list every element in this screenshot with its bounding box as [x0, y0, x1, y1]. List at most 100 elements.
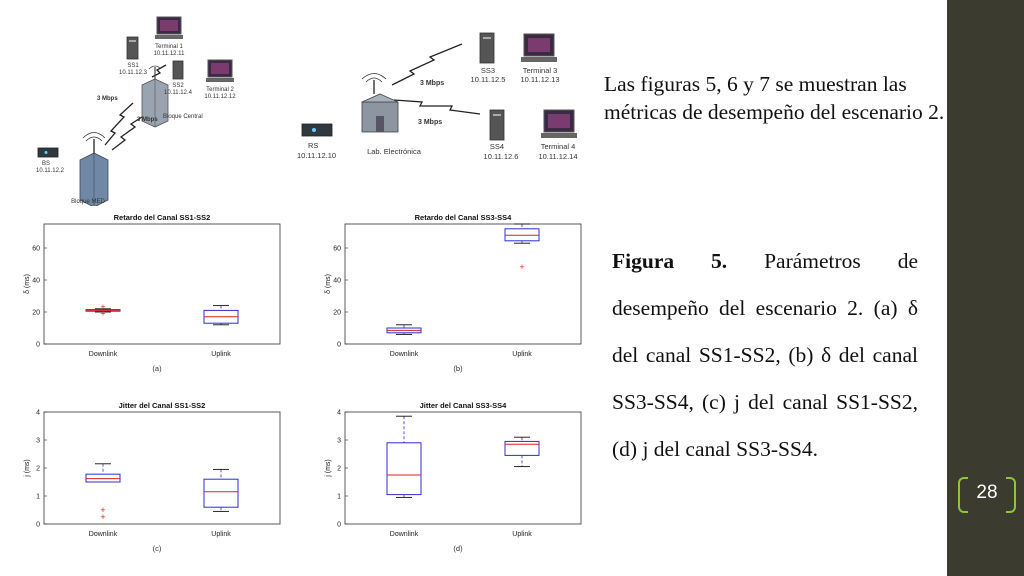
bs-name: BS	[42, 161, 50, 167]
caption-text: Parámetros de desempeño del escenario 2.…	[612, 249, 919, 461]
box	[203, 478, 239, 508]
network-diagram-left: Terminal 1 10.11.12.11 SS1 10.11.12.3 Bl…	[36, 16, 236, 208]
y-tick-label: 1	[36, 494, 40, 501]
y-tick-label: 60	[32, 246, 40, 253]
box	[504, 440, 540, 456]
chart-title: Jitter del Canal SS3-SS4	[420, 401, 508, 410]
y-axis-label: j (ms)	[24, 459, 31, 478]
terminal-4-ip: 10.11.12.14	[538, 152, 577, 161]
y-tick-label: 4	[337, 410, 341, 417]
panel-label: (b)	[453, 364, 463, 373]
wireless-link-bs-central	[111, 114, 146, 151]
ss3-ip: 10.11.12.5	[471, 75, 506, 84]
outlier-marker: +	[100, 309, 105, 319]
building-central-icon	[141, 65, 169, 128]
ss2-ip: 10.11.12.4	[164, 90, 193, 96]
outlier-marker: +	[519, 262, 524, 272]
ss1-ip: 10.11.12.3	[119, 70, 148, 76]
x-tick-label: Uplink	[512, 531, 532, 538]
wireless-link-lower	[393, 99, 481, 115]
link-label-upper: 3 Mbps	[420, 80, 444, 87]
building-lab-icon	[361, 73, 399, 133]
ss1-server-icon	[126, 36, 139, 60]
y-tick-label: 0	[36, 342, 40, 349]
terminal-3-name: Terminal 3	[523, 66, 558, 75]
panel-label: (d)	[453, 544, 463, 553]
x-tick-label: Downlink	[89, 351, 118, 358]
y-tick-label: 2	[337, 466, 341, 473]
y-tick-label: 3	[337, 438, 341, 445]
outlier-marker: +	[100, 512, 105, 522]
building-med-icon	[79, 132, 109, 208]
figure-caption: Figura 5. Parámetros de desempeño del es…	[612, 238, 918, 473]
terminal-4-icon	[541, 109, 577, 138]
bs-device-icon	[37, 147, 59, 158]
outlier-marker: +	[100, 302, 105, 312]
ss2-server-icon	[172, 60, 184, 80]
y-tick-label: 60	[333, 246, 341, 253]
link-label-lower: 3 Mbps	[418, 119, 442, 126]
plot-frame	[43, 223, 281, 345]
panel-label: (a)	[152, 364, 162, 373]
terminal-3-ip: 10.11.12.13	[520, 75, 559, 84]
y-tick-label: 0	[337, 342, 341, 349]
wireless-link-central-ss2	[151, 64, 167, 78]
link-label-left: 3 Mbps	[97, 96, 118, 102]
terminal-2-ip: 10.11.12.12	[204, 94, 236, 100]
terminal-1-name: Terminal 1	[155, 44, 183, 50]
y-axis-label: j (ms)	[325, 459, 332, 478]
y-tick-label: 20	[32, 310, 40, 317]
page-number: 28	[976, 482, 998, 503]
box	[85, 473, 121, 483]
plot-frame	[43, 411, 281, 525]
caption-label: Figura 5.	[612, 249, 728, 273]
ss3-name: SS3	[481, 66, 495, 75]
building-central-label: Bloque Central	[163, 114, 203, 120]
terminal-3-icon	[521, 33, 557, 62]
ss3-server-icon	[479, 32, 495, 64]
bs-ip: 10.11.12.2	[36, 168, 65, 174]
ss4-name: SS4	[490, 142, 504, 151]
intro-text: Las figuras 5, 6 y 7 se muestran las mét…	[604, 72, 945, 124]
y-tick-label: 40	[32, 278, 40, 285]
y-tick-label: 20	[333, 310, 341, 317]
ss4-server-icon	[489, 109, 505, 141]
wireless-link-bs-ss1	[104, 102, 134, 146]
panel-label: (c)	[153, 544, 162, 553]
rs-name: RS	[308, 141, 318, 150]
page-number-box: 28	[958, 474, 1016, 513]
y-tick-label: 1	[337, 494, 341, 501]
left-brace-icon	[958, 477, 968, 513]
y-axis-label: δ (ms)	[325, 274, 332, 294]
link-label-center: 3 Mbps	[137, 117, 158, 123]
building-med-label: Bloque MED	[71, 199, 105, 205]
box	[386, 442, 422, 496]
building-lab-label: Lab. Electrónica	[367, 147, 422, 156]
x-tick-label: Uplink	[512, 351, 532, 358]
terminal-1-ip: 10.11.12.11	[154, 51, 185, 57]
outlier-marker: +	[100, 505, 105, 515]
y-tick-label: 4	[36, 410, 40, 417]
y-tick-label: 0	[36, 522, 40, 529]
right-brace-icon	[1006, 477, 1016, 513]
terminal-1-icon	[155, 16, 183, 39]
x-tick-label: Uplink	[211, 531, 231, 538]
ss2-name: SS2	[172, 83, 184, 89]
y-axis-label: δ (ms)	[24, 274, 31, 294]
plot-frame	[344, 223, 582, 345]
y-tick-label: 3	[36, 438, 40, 445]
terminal-2-icon	[206, 59, 234, 82]
x-tick-label: Downlink	[89, 531, 118, 538]
wireless-link-upper	[391, 43, 463, 86]
y-tick-label: 40	[333, 278, 341, 285]
x-tick-label: Downlink	[390, 531, 419, 538]
x-tick-label: Uplink	[211, 351, 231, 358]
y-tick-label: 0	[337, 522, 341, 529]
x-tick-label: Downlink	[390, 351, 419, 358]
chart-title: Retardo del Canal SS1-SS2	[114, 213, 211, 222]
plot-frame	[344, 411, 582, 525]
rs-ip: 10.11.12.10	[297, 151, 336, 160]
y-tick-label: 2	[36, 466, 40, 473]
